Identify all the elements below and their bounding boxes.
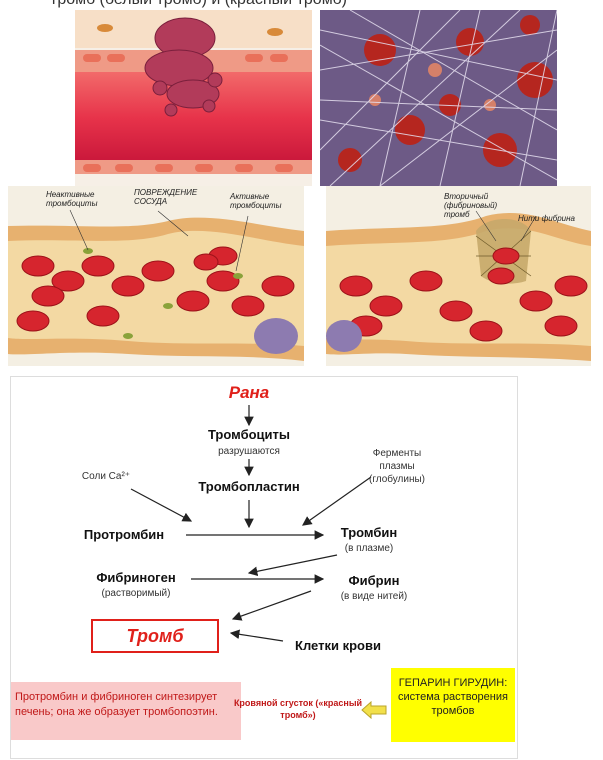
thrombus-box: Тромб [91,619,219,653]
thrombus-label: Тромб [93,626,217,647]
platelets-label: Тромбоциты [189,427,309,442]
liver-note: Протромбин и фибриноген синтезирует пече… [15,690,229,720]
label-active-platelets: Активные тромбоциты [230,192,290,210]
prothrombin-label: Протромбин [69,527,179,542]
top-caption: тромб (белый тромб) и (красный тромб) [50,0,347,9]
platelet-activation-illustration: Неактивные тромбоциты ПОВРЕЖДЕНИЕ СОСУДА… [8,186,304,366]
wound-illustration [75,10,312,186]
platelets-note: разрушаются [199,446,299,457]
coagulation-scheme: Рана Тромбоциты разрушаются Тромбопласти… [10,376,518,759]
label-secondary-thrombus: Вторичный (фибриновый) тромб [444,192,524,219]
label-fibrin-threads: Нити фибрина [518,214,588,223]
calcium-label: Соли Ca²⁺ [71,471,141,482]
plasma-enzymes-label: Ферменты плазмы (глобулины) [361,447,433,486]
fibrin-label: Фибрин [329,573,419,588]
red-clot-label: Кровяной сгусток («красный тромб») [233,697,363,721]
thromboplastin-label: Тромбопластин [179,479,319,494]
thrombin-label: Тромбин [329,525,409,540]
thrombin-note: (в плазме) [329,543,409,554]
fibrinogen-note: (растворимый) [81,588,191,599]
label-inactive-platelets: Неактивные тромбоциты [46,190,106,208]
wound-label: Рана [219,383,279,403]
secondary-thrombus-illustration: Вторичный (фибриновый) тромб Нити фибрин… [326,186,591,366]
heparin-note: ГЕПАРИН ГИРУДИН: система растворения тро… [397,676,509,718]
blood-cells-label: Клетки крови [283,638,393,653]
liver-note-box: Протромбин и фибриноген синтезирует пече… [11,682,241,740]
fibrin-note: (в виде нитей) [321,591,427,602]
yellow-arrow-icon [361,701,387,719]
fibrinogen-label: Фибриноген [81,570,191,585]
heparin-box: ГЕПАРИН ГИРУДИН: система растворения тро… [391,668,515,742]
label-vessel-damage: ПОВРЕЖДЕНИЕ СОСУДА [134,188,214,206]
fibrin-mesh-photo [320,10,557,186]
